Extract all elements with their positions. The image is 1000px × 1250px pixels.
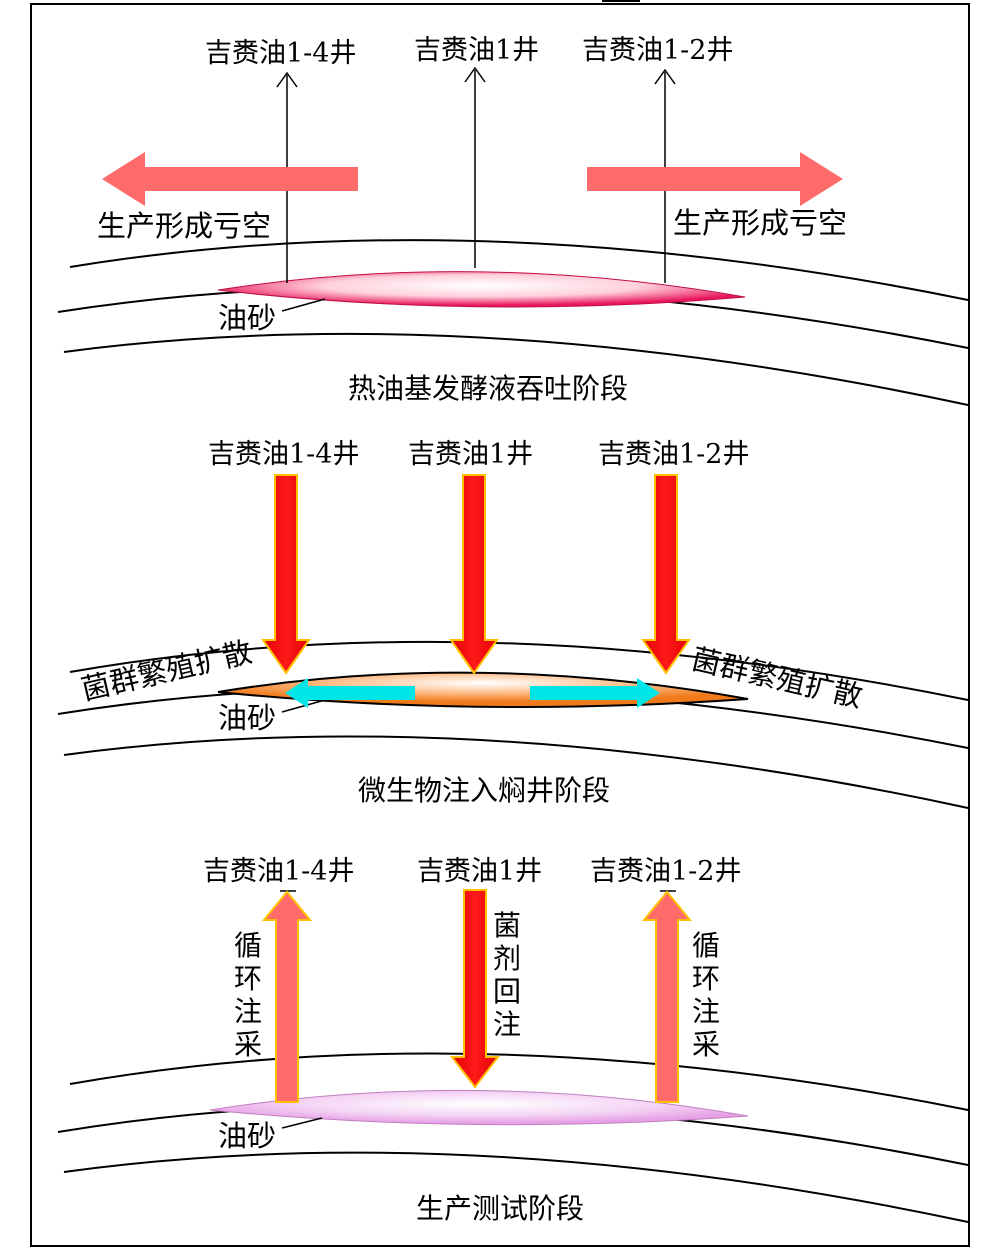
stratum-line-top	[69, 1052, 969, 1111]
svg-text:菌: 菌	[493, 909, 521, 942]
left-note: 菌群繁殖扩散	[78, 635, 255, 707]
stage-caption: 热油基发酵液吞吐阶段	[348, 372, 628, 405]
left-note: 生产形成亏空	[97, 209, 271, 243]
well-label: 吉赉油1井	[417, 856, 542, 887]
stratum-line-bottom	[63, 1151, 969, 1223]
right-arrow-icon	[587, 152, 843, 206]
stratum-line-bottom	[63, 332, 969, 406]
svg-text:采: 采	[692, 1028, 720, 1061]
vertical-label: 循 环 注 采	[234, 929, 262, 1061]
well-1-2: 吉赉油1-2井	[582, 35, 733, 283]
oil-sand-lens	[217, 271, 746, 308]
stage-3: 油砂 吉赉油1-4井 循 环 注 采 吉赉油1井 菌 剂 回 注	[57, 856, 969, 1225]
well-1-2: 吉赉油1-2井	[598, 439, 749, 675]
vertical-label: 循 环 注 采	[692, 929, 720, 1061]
production-arrow-icon	[261, 890, 313, 1103]
svg-text:采: 采	[234, 1028, 262, 1061]
well-label: 吉赉油1-2井	[582, 35, 733, 66]
diffusion-right-arrow-icon	[530, 678, 660, 708]
sand-label: 油砂	[218, 301, 276, 335]
arrow-up-icon	[654, 68, 676, 85]
well-1: 吉赉油1井	[408, 439, 533, 675]
well-label: 吉赉油1井	[414, 35, 539, 66]
sand-label: 油砂	[218, 1119, 276, 1153]
well-label: 吉赉油1井	[408, 439, 533, 470]
well-1: 吉赉油1井	[414, 35, 539, 268]
right-note: 生产形成亏空	[673, 206, 847, 240]
svg-text:注: 注	[234, 995, 262, 1028]
svg-text:环: 环	[692, 962, 720, 995]
left-arrow-icon	[102, 152, 358, 206]
stage-1: 油砂 吉赉油1-4井 吉赉油1井 吉赉油1-2井 生产形成亏空 生产形成亏空 热…	[57, 35, 969, 406]
well-label: 吉赉油1-4井	[205, 38, 356, 69]
sand-leader-line	[281, 699, 326, 713]
well-1-2: 吉赉油1-2井 循 环 注 采	[590, 856, 741, 1103]
stage-2: 油砂 吉赉油1-4井 吉赉油1井 吉赉油1-2井 菌群繁殖扩散 菌群繁殖扩散 微…	[57, 439, 969, 809]
sand-leader-line	[281, 1117, 323, 1129]
arrow-up-icon	[276, 71, 298, 88]
stratum-line-top	[69, 640, 969, 701]
sand-leader-line	[281, 298, 326, 312]
svg-text:注: 注	[692, 995, 720, 1028]
injection-arrow-icon	[641, 474, 691, 675]
arrow-up-icon	[464, 66, 486, 83]
well-1-4: 吉赉油1-4井 循 环 注 采	[203, 856, 354, 1103]
svg-text:注: 注	[493, 1008, 521, 1041]
well-label: 吉赉油1-4井	[208, 439, 359, 470]
frame-border	[30, 3, 970, 1247]
stage-caption: 微生物注入焖井阶段	[358, 774, 610, 807]
svg-text:剂: 剂	[493, 942, 521, 975]
svg-text:回: 回	[493, 975, 521, 1008]
stage-caption: 生产测试阶段	[416, 1192, 584, 1225]
vertical-label: 菌 剂 回 注	[493, 909, 521, 1041]
stratum-line-top	[69, 239, 969, 301]
svg-text:循: 循	[234, 929, 262, 962]
injection-arrow-icon	[261, 474, 311, 675]
injection-arrow-icon	[449, 474, 499, 675]
production-arrow-icon	[641, 890, 693, 1103]
stratum-line-bottom	[63, 735, 969, 809]
well-label: 吉赉油1-4井	[203, 856, 354, 887]
oil-sand-lens	[209, 1089, 749, 1126]
well-label: 吉赉油1-2井	[598, 439, 749, 470]
well-label: 吉赉油1-2井	[590, 856, 741, 887]
svg-text:环: 环	[234, 962, 262, 995]
well-1: 吉赉油1井 菌 剂 回 注	[417, 856, 542, 1089]
well-1-4: 吉赉油1-4井	[208, 439, 359, 675]
diffusion-left-arrow-icon	[285, 678, 415, 708]
right-note: 菌群繁殖扩散	[688, 642, 865, 714]
sand-label: 油砂	[218, 701, 276, 735]
injection-arrow-icon	[449, 889, 501, 1089]
well-1-4: 吉赉油1-4井	[205, 38, 356, 283]
svg-text:循: 循	[692, 929, 720, 962]
